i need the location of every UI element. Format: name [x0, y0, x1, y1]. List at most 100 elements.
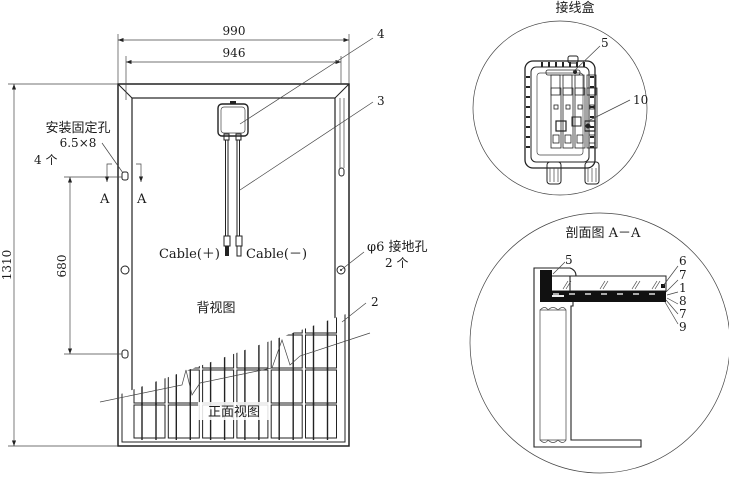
jb-callout-5: 5 — [601, 36, 609, 50]
mounting-hole — [121, 171, 129, 181]
fin — [526, 96, 530, 98]
fin — [541, 62, 543, 67]
sec-callout-5: 5 — [565, 253, 573, 267]
callout-4: 4 — [377, 27, 385, 41]
terminal-contact — [576, 134, 584, 144]
cable-negative-label: Cable(－) — [246, 247, 307, 262]
fin — [569, 62, 571, 67]
terminal-clip — [562, 74, 573, 96]
ground-hole — [336, 265, 346, 275]
leader-lines — [101, 37, 374, 323]
terminal-body — [550, 87, 562, 149]
section-view-aa: 剖面图 A－A 5 — [469, 212, 729, 474]
detail-circle — [472, 20, 648, 196]
fin — [526, 116, 530, 118]
fin — [548, 62, 550, 67]
back-view-title: 背视图 — [196, 301, 235, 316]
solar-cell — [305, 404, 337, 439]
ground-hole-count: 2 个 — [385, 256, 408, 270]
fin — [590, 86, 594, 88]
fin — [526, 136, 530, 138]
callout-2: 2 — [371, 295, 379, 309]
cables — [223, 140, 243, 257]
terminal-screw — [577, 104, 583, 110]
fin — [526, 76, 530, 78]
solar-cell — [133, 313, 166, 334]
detail-circle — [469, 212, 729, 474]
solar-cell — [270, 369, 303, 404]
solar-cell — [133, 334, 166, 369]
dimension-lines — [8, 34, 350, 447]
solar-cell — [133, 369, 166, 404]
solar-cell — [202, 369, 235, 404]
solar-cell — [270, 313, 303, 334]
fin — [555, 62, 557, 67]
sec-callout-8: 8 — [679, 294, 687, 308]
terminal-screw — [553, 104, 559, 110]
junction-box-title: 接线盒 — [555, 0, 594, 16]
fin — [526, 86, 530, 88]
back-view: 990 946 1310 680 安装固定孔 6.5×8 4 个 A A Cab… — [0, 24, 428, 447]
dim-outer-width: 990 — [223, 24, 246, 38]
solar-cell — [167, 369, 200, 404]
sec-callout-6: 6 — [679, 254, 687, 268]
fin — [590, 126, 594, 128]
panel-inner-frame — [131, 97, 336, 395]
front-view-title: 正面视图 — [208, 405, 260, 420]
solar-cell — [236, 369, 269, 404]
terminal-contact — [564, 134, 572, 144]
mounting-hole-count: 4 个 — [34, 153, 57, 167]
jb-callout-10: 10 — [633, 93, 648, 107]
fin — [526, 146, 530, 148]
sec-callout-1: 1 — [679, 281, 687, 295]
solar-cell — [270, 334, 303, 369]
fin — [590, 146, 594, 148]
dim-inner-width: 946 — [223, 46, 246, 60]
section-view-title: 剖面图 A－A — [566, 226, 642, 241]
solar-cell — [305, 369, 337, 404]
terminal-clip — [574, 74, 585, 96]
terminal-body — [562, 87, 574, 149]
junction-box-back — [217, 101, 249, 141]
solar-cell — [236, 313, 269, 334]
dim-height: 1310 — [0, 250, 14, 281]
terminal-clip — [586, 74, 597, 96]
callout-3: 3 — [377, 94, 385, 108]
fin — [590, 76, 594, 78]
solar-cell — [305, 313, 337, 334]
terminal-contact — [588, 134, 596, 144]
sec-callout-7a: 7 — [679, 268, 687, 282]
ground-hole-label: φ6 接地孔 — [367, 239, 428, 255]
fin — [576, 62, 578, 67]
cable-positive-label: Cable(＋) — [159, 247, 220, 262]
connector-positive — [223, 235, 231, 247]
fin — [526, 106, 530, 108]
section-marker-right: A — [136, 192, 147, 207]
panel-outer-frame — [117, 83, 350, 447]
terminal-screw — [565, 104, 571, 110]
fin — [590, 116, 594, 118]
fin — [590, 136, 594, 138]
fin — [526, 126, 530, 128]
terminal-body — [586, 87, 598, 149]
fin — [590, 96, 594, 98]
connector-negative — [235, 235, 243, 247]
solar-cell — [202, 334, 235, 369]
solar-cell — [167, 334, 200, 369]
solar-cell — [133, 404, 166, 439]
solar-cell — [167, 404, 200, 439]
mounting-hole-size: 6.5×8 — [60, 136, 97, 150]
fin — [562, 62, 564, 67]
solar-cell — [236, 334, 269, 369]
junction-box-detail: 接线盒 5 10 — [472, 0, 648, 196]
terminal-screw — [589, 104, 595, 110]
mounting-hole — [338, 167, 345, 177]
ground-hole — [120, 265, 130, 275]
mounting-hole-label: 安装固定孔 — [45, 121, 110, 136]
terminal-body — [574, 87, 586, 149]
solar-cell — [305, 334, 337, 369]
solar-cell — [167, 313, 200, 334]
sec-callout-7b: 7 — [679, 307, 687, 321]
terminal-contact — [552, 134, 560, 144]
